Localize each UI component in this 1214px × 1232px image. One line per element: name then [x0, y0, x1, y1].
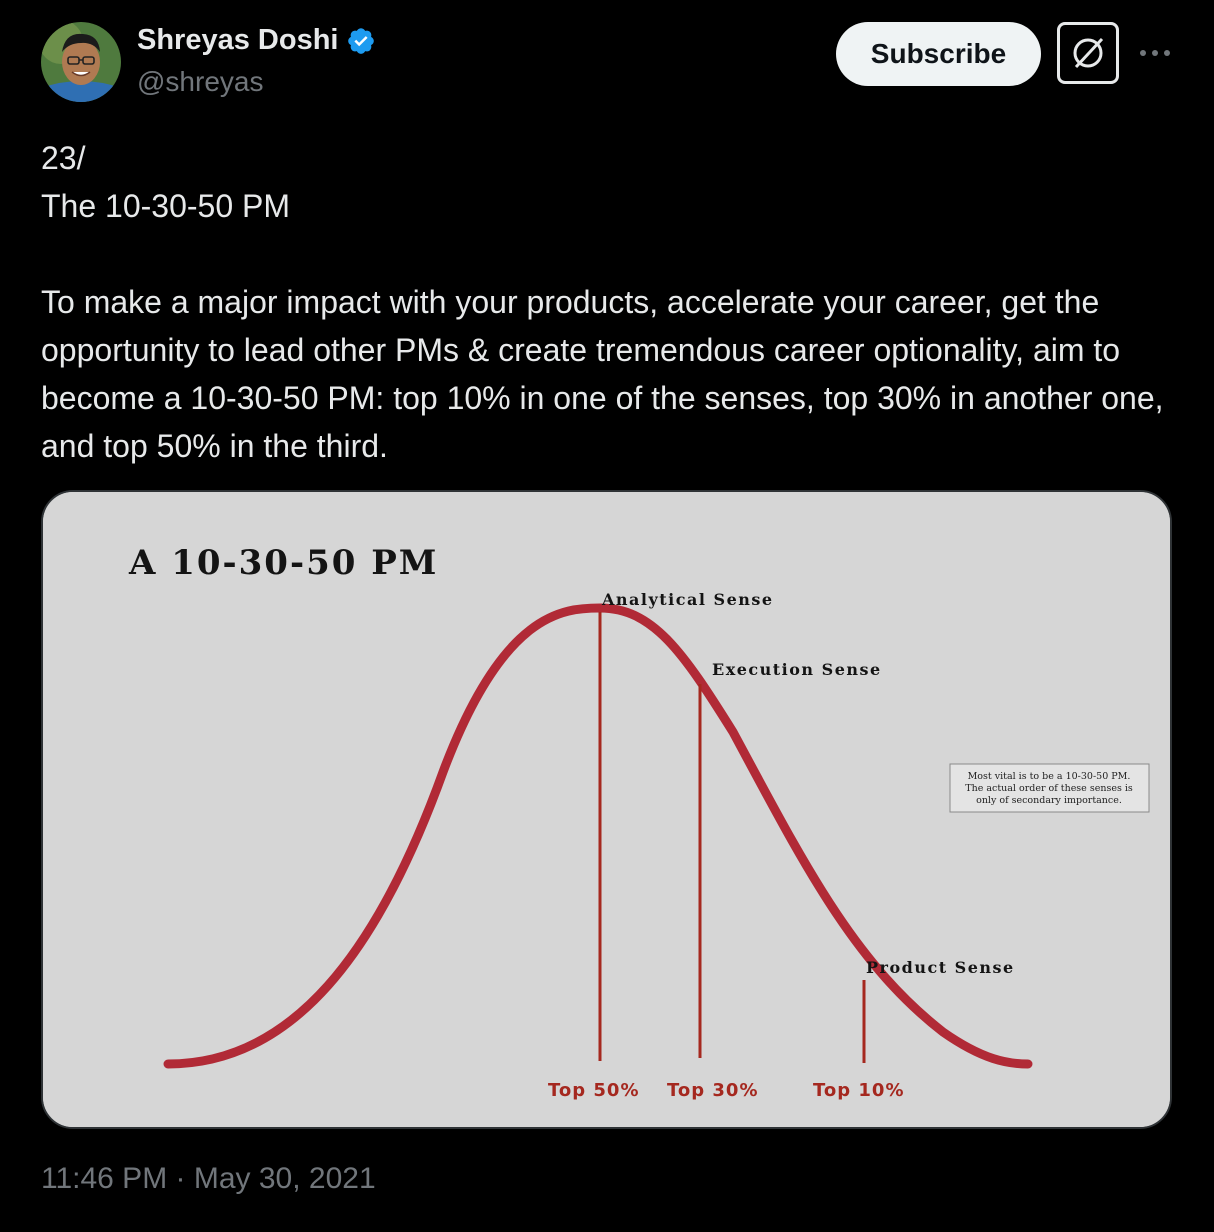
- label-analytical-sense: Analytical Sense: [601, 590, 774, 609]
- subscribe-button[interactable]: Subscribe: [836, 22, 1041, 86]
- tweet-image[interactable]: A 10-30-50 PM Analytical Sense Execution…: [41, 490, 1172, 1129]
- avatar[interactable]: [41, 22, 121, 102]
- label-execution-sense: Execution Sense: [712, 660, 882, 679]
- note-line-2: The actual order of these senses is: [965, 783, 1133, 794]
- label-top30: Top 30%: [667, 1080, 759, 1101]
- note-box: [949, 763, 1150, 813]
- verified-badge-icon: [348, 27, 375, 54]
- bell-curve-graphic: A 10-30-50 PM Analytical Sense Execution…: [43, 492, 1170, 1127]
- author-display-name[interactable]: Shreyas Doshi: [137, 24, 339, 56]
- author-handle[interactable]: @shreyas: [137, 66, 264, 97]
- label-top10: Top 10%: [813, 1080, 905, 1101]
- author-name-row[interactable]: Shreyas Doshi: [137, 24, 376, 57]
- tweet-timestamp[interactable]: 11:46 PM · May 30, 2021: [41, 1162, 376, 1195]
- note-line-3: only of secondary importance.: [976, 795, 1122, 806]
- note-line-1: Most vital is to be a 10-30-50 PM.: [968, 771, 1131, 782]
- label-product-sense: Product Sense: [866, 958, 1015, 977]
- label-top50: Top 50%: [548, 1080, 640, 1101]
- more-dots-icon: [1140, 50, 1170, 56]
- avatar-photo: [41, 22, 121, 102]
- image-title: A 10-30-50 PM: [128, 543, 438, 583]
- tweet-text: 23/ The 10-30-50 PM To make a major impa…: [41, 140, 1164, 464]
- grok-icon: [1073, 37, 1104, 69]
- grok-button[interactable]: [1057, 22, 1119, 84]
- bell-curve: [163, 603, 1033, 1069]
- more-options-button[interactable]: [1138, 36, 1172, 70]
